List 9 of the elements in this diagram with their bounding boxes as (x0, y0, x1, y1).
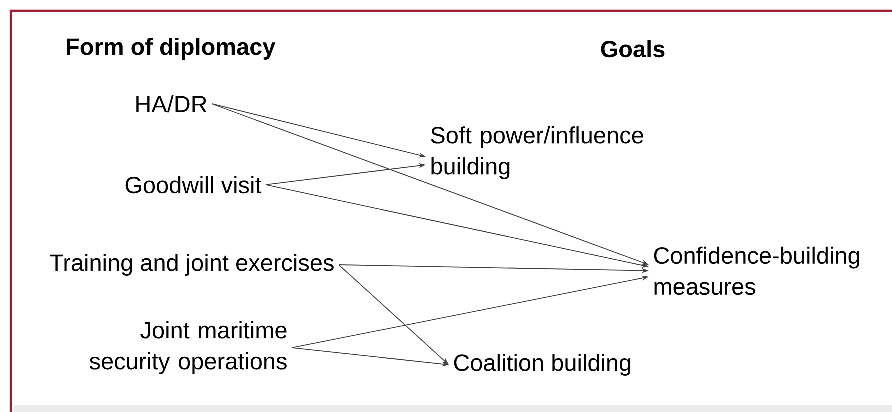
node-text: Joint maritime security operations (90, 322, 287, 374)
column-heading: Goals (601, 40, 665, 58)
node-text: Goodwill visit (126, 176, 262, 194)
node-text: Soft power/influence building (431, 126, 644, 180)
node-text: HA/DR (136, 95, 207, 113)
node-text: Training and joint exercises (50, 254, 334, 276)
node-text: Confidence-building measures (654, 246, 860, 296)
column-heading: Form of diplomacy (67, 38, 276, 60)
node-text: Coalition building (454, 354, 631, 376)
